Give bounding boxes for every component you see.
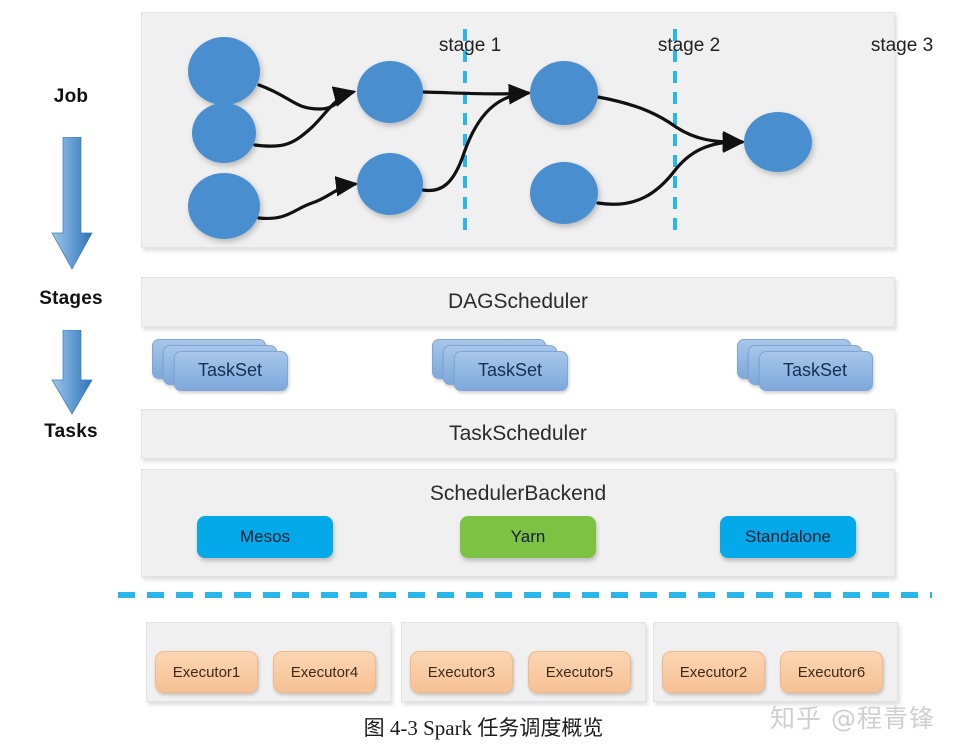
taskset-label: TaskSet: [477, 359, 543, 380]
dag-edges: [253, 83, 746, 221]
dag-node-n1: [188, 37, 260, 105]
executor-host-panel-2: Executor3 Executor5: [401, 622, 646, 702]
executor-button[interactable]: Executor3: [410, 651, 513, 693]
taskset-label: TaskSet: [197, 359, 263, 380]
taskset-stack-3: TaskSet: [737, 339, 882, 391]
dag-node-n6: [530, 61, 598, 125]
stage-2-title: stage 2: [657, 35, 721, 56]
dashed-divider: [118, 592, 932, 598]
executor-button[interactable]: Executor1: [155, 651, 258, 693]
scheduler-backend-panel: SchedulerBackend Mesos Yarn Standalone: [141, 469, 895, 577]
dag-node-n4: [357, 61, 423, 123]
rail-label-job: Job: [53, 86, 89, 107]
dag-node-n5: [357, 153, 423, 215]
stage-1-title: stage 1: [438, 35, 502, 56]
task-scheduler-panel: TaskScheduler: [141, 409, 895, 459]
dag-node-n8: [744, 112, 812, 172]
executor-button[interactable]: Executor6: [780, 651, 883, 693]
dag-node-n3: [188, 173, 260, 239]
stage-3-title: stage 3: [870, 35, 934, 56]
job-dag-panel: stage 1 stage 2 stage 3: [141, 12, 933, 248]
dag-scheduler-panel: DAGScheduler: [141, 277, 895, 327]
taskset-card-front: [454, 351, 568, 391]
executor-button[interactable]: Executor2: [662, 651, 765, 693]
task-scheduler-label: TaskScheduler: [449, 422, 587, 445]
executor-button[interactable]: Executor4: [273, 651, 376, 693]
dag-node-n2: [192, 103, 256, 163]
backend-button-yarn[interactable]: Yarn: [460, 516, 596, 558]
backend-button-mesos[interactable]: Mesos: [197, 516, 333, 558]
dag-nodes: [188, 37, 812, 239]
dag-graph: [188, 29, 812, 239]
taskset-label: TaskSet: [782, 359, 848, 380]
backend-button-standalone[interactable]: Standalone: [720, 516, 856, 558]
taskset-card-front: [759, 351, 873, 391]
taskset-stack-2: TaskSet: [432, 339, 577, 391]
scheduler-backend-label: SchedulerBackend: [429, 482, 607, 505]
taskset-card-front: [174, 351, 288, 391]
dag-node-n7: [530, 162, 598, 224]
down-arrow-icon-job-to-stages: [51, 136, 93, 276]
rail-label-stages: Stages: [39, 288, 103, 309]
dag-scheduler-label: DAGScheduler: [447, 290, 589, 313]
executor-host-panel-1: Executor1 Executor4: [146, 622, 391, 702]
down-arrow-icon-stages-to-tasks: [51, 329, 93, 421]
executor-button[interactable]: Executor5: [528, 651, 631, 693]
rail-label-tasks: Tasks: [44, 421, 98, 442]
figure-caption: 图 4-3 Spark 任务调度概览: [363, 716, 604, 740]
taskset-stack-1: TaskSet: [152, 339, 297, 391]
executor-host-panel-3: Executor2 Executor6: [653, 622, 898, 702]
